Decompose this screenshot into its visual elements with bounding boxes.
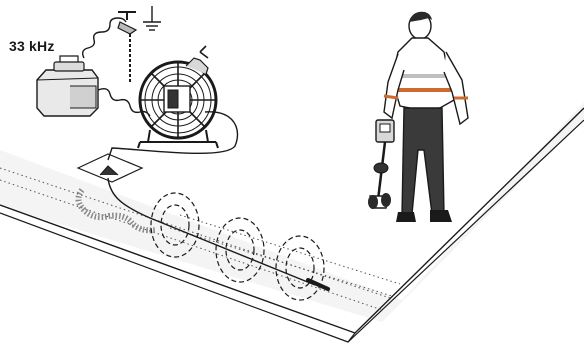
trench-outline <box>0 167 401 311</box>
earth-symbol-icon <box>143 6 161 31</box>
sonde-icon <box>306 278 330 291</box>
access-hole <box>75 153 157 234</box>
magnetic-field-lines <box>150 192 325 301</box>
transmitter-icon <box>36 55 99 117</box>
reel-lead <box>107 111 239 161</box>
operator-person-icon <box>383 11 469 222</box>
frequency-label: 33 kHz <box>9 38 55 54</box>
transmitter-ground-lead <box>81 17 127 59</box>
cable-reel-icon <box>137 45 219 149</box>
receiver-locator-icon <box>368 119 395 209</box>
ground-stake-icon <box>117 11 138 82</box>
push-cable <box>107 177 316 286</box>
ground-slab <box>0 102 584 343</box>
